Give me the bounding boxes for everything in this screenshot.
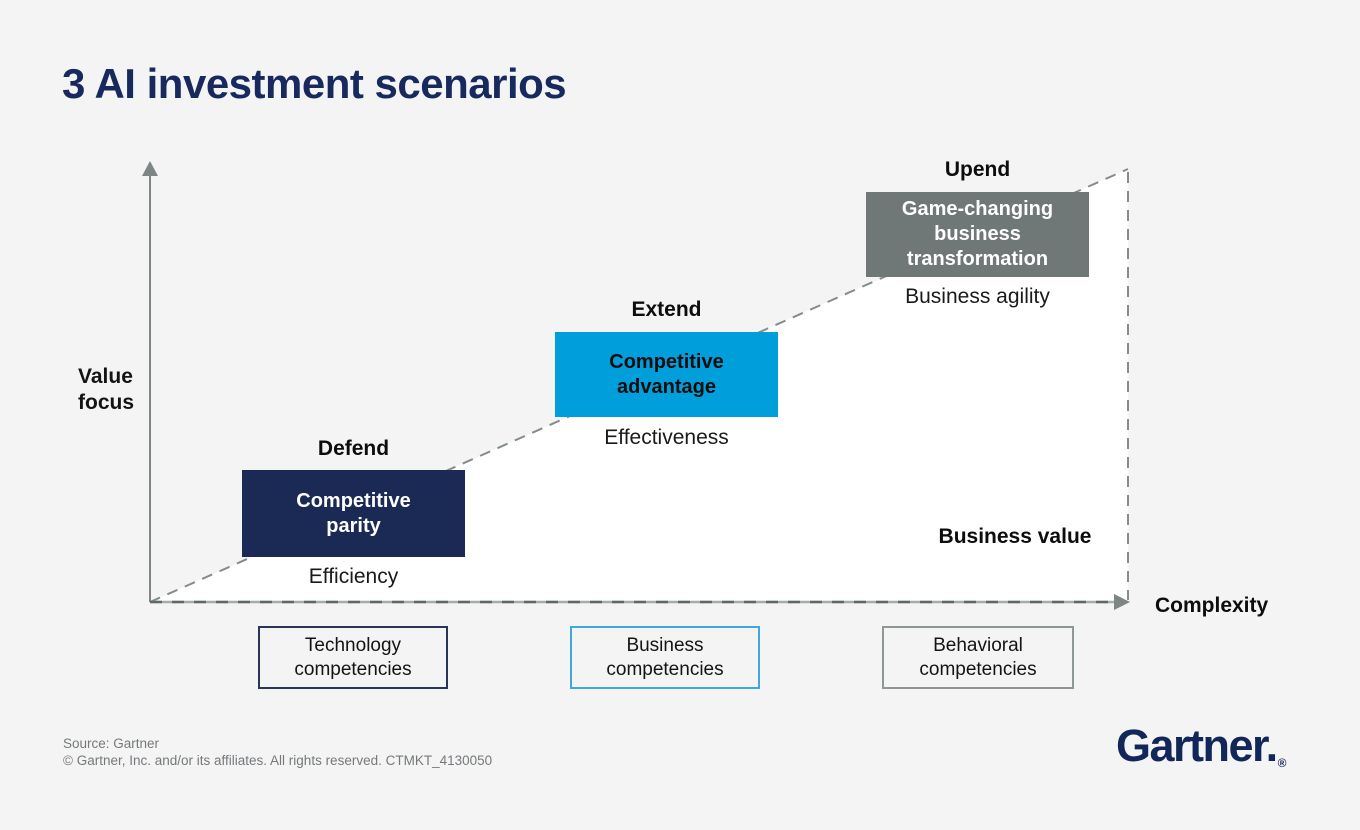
scenario-focus-effectiveness: Effectiveness — [604, 426, 729, 449]
gartner-logo: Gartner.® — [1116, 720, 1286, 783]
competency-box-technology: Technology competencies — [258, 626, 448, 689]
y-axis-label: Value focus — [78, 365, 135, 414]
source-line: Source: Gartner — [63, 736, 160, 751]
scenario-box-competitive-advantage: Competitive advantage — [555, 332, 778, 417]
competency-box-behavioral: Behavioral competencies — [882, 626, 1074, 689]
scenario-box-game-changing-transformation: Game-changing business transformation — [866, 192, 1089, 277]
y-axis-arrowhead-icon — [142, 161, 158, 176]
page-title: 3 AI investment scenarios — [62, 60, 567, 107]
scenario-action-upend: Upend — [944, 158, 1011, 181]
gartner-logo-wordmark: Gartner. — [1116, 720, 1278, 771]
scenario-box-competitive-parity: Competitive parity — [242, 470, 465, 557]
competency-label: Technology competencies — [294, 634, 412, 680]
competency-label: Business competencies — [606, 634, 724, 680]
scenario-box-label: Competitive parity — [296, 489, 411, 537]
copyright-line: © Gartner, Inc. and/or its affiliates. A… — [63, 753, 493, 768]
scenario-action-extend: Extend — [631, 298, 702, 321]
scenario-box-label: Game-changing business transformation — [901, 198, 1054, 270]
registered-trademark-icon: ® — [1277, 756, 1287, 770]
x-axis-arrowhead-icon — [1114, 594, 1130, 610]
competency-box-business: Business competencies — [570, 626, 760, 689]
scenario-focus-business-agility: Business agility — [905, 285, 1050, 308]
scenario-focus-efficiency: Efficiency — [308, 565, 399, 588]
scenario-action-defend: Defend — [317, 437, 390, 460]
scenario-box-label: Competitive advantage — [609, 350, 724, 398]
competency-label: Behavioral competencies — [919, 634, 1037, 680]
business-value-label: Business value — [938, 525, 1092, 548]
x-axis-label: Complexity — [1155, 594, 1269, 617]
